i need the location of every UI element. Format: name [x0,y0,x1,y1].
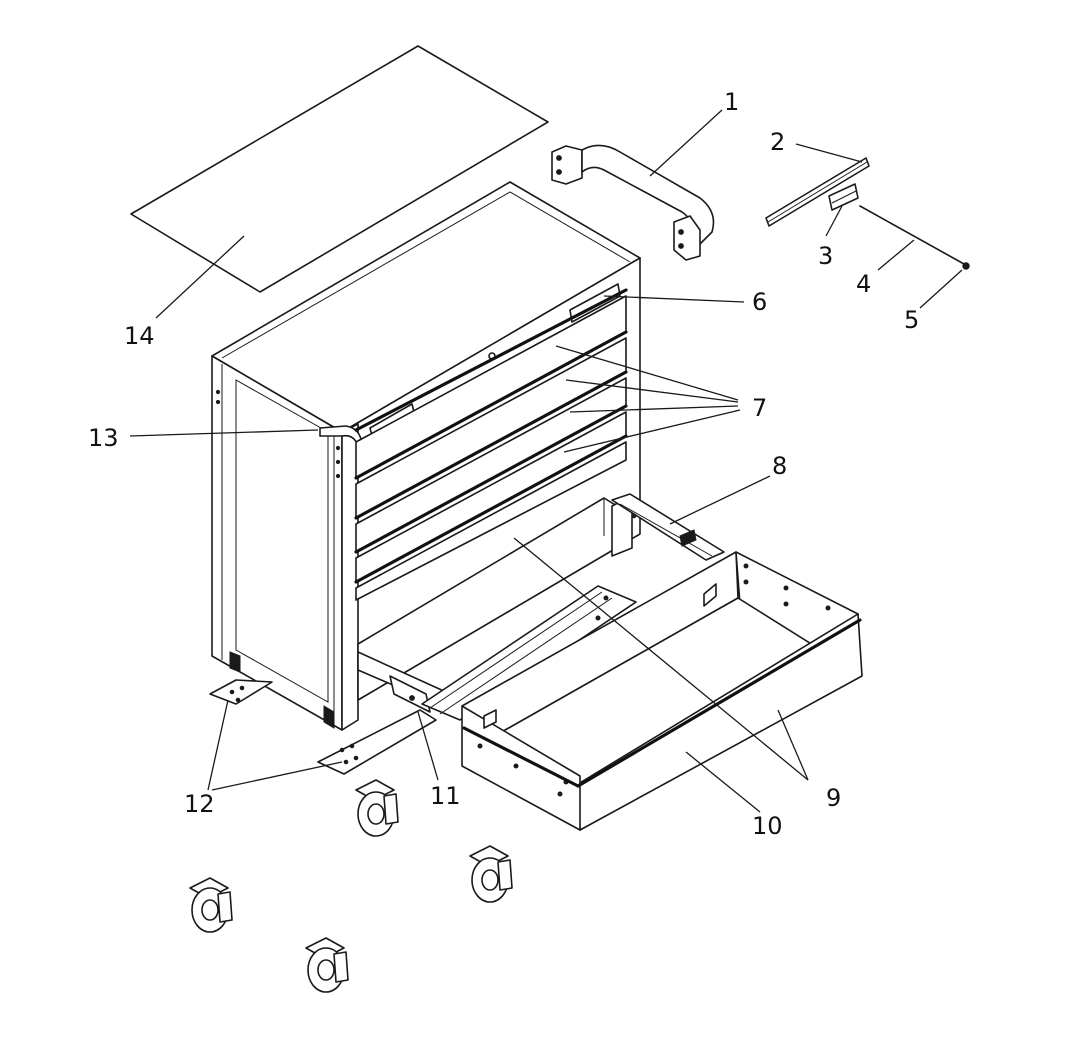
callout-13: 13 [88,424,119,452]
drawer-cavity [357,495,633,701]
part-2-slide-bar [765,157,870,227]
part-3-bracket [828,183,859,211]
callouts: 1 2 3 4 5 6 7 8 9 10 11 12 13 14 [88,88,919,840]
leader-lines [129,109,963,813]
callout-11: 11 [430,782,461,810]
part-10-drawer-rail [462,618,862,788]
part-12-mounting-plates [209,679,437,775]
part-1-handle [551,144,715,261]
callout-7: 7 [752,394,767,422]
callout-5: 5 [904,306,919,334]
side-holes [215,389,341,479]
part-7-drawers [354,295,628,601]
callout-1: 1 [724,88,739,116]
caster-4 [305,937,349,993]
callout-2: 2 [770,128,785,156]
part-9-bottom-drawer [461,551,863,831]
callout-6: 6 [752,288,767,316]
part-8-slide-rail-right [611,493,725,561]
part-4-rod [859,205,965,265]
callout-3: 3 [818,242,833,270]
cabinet-body [211,181,641,731]
part-5-pin [962,262,970,270]
callout-4: 4 [856,270,871,298]
callout-12: 12 [184,790,215,818]
callout-9: 9 [826,784,841,812]
part-14-top-mat [130,45,549,293]
callout-14: 14 [124,322,155,350]
caster-3 [189,877,233,933]
caster-2 [469,845,513,903]
part-11-slide-rail-left [357,585,637,721]
part-6-top-drawer-strip [354,288,628,432]
caster-1 [355,779,399,837]
callout-8: 8 [772,452,787,480]
callout-10: 10 [752,812,783,840]
